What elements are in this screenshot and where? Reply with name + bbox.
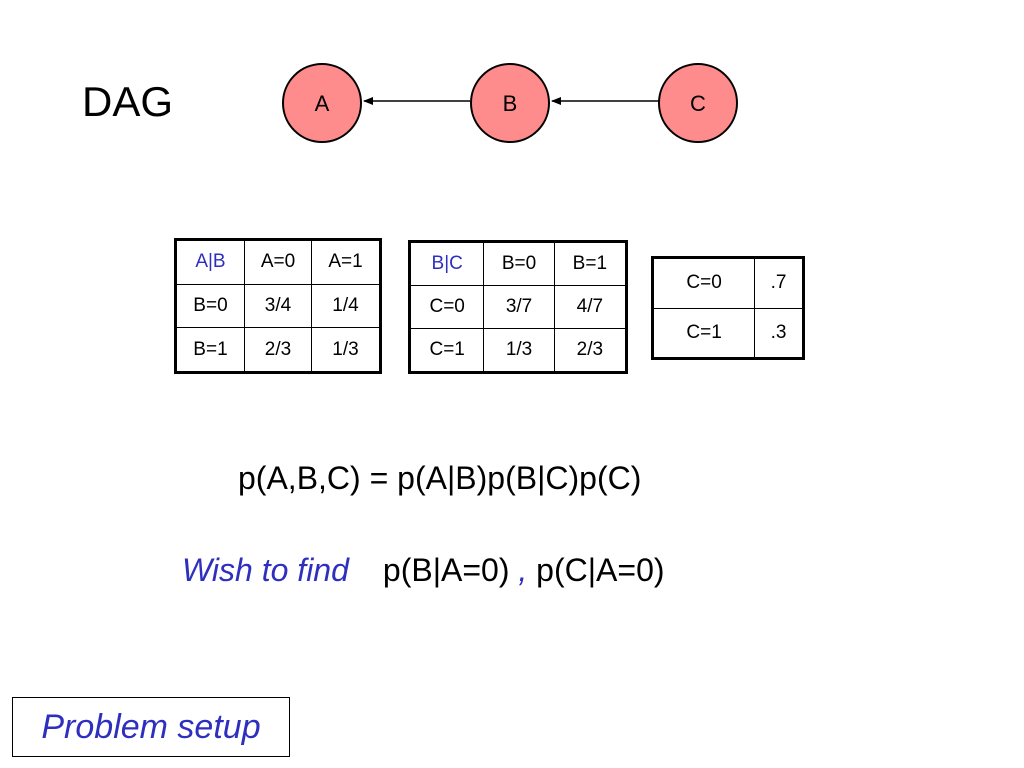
table-header-cell: A=1 [311,239,381,285]
problem-setup-label: Problem setup [12,697,290,757]
table-cell: B=0 [175,283,245,329]
wish-lead-text: Wish to find [182,552,349,588]
node-c: C [658,63,738,143]
table-cell: .7 [754,257,804,309]
table-header-cell: A|B [175,239,245,285]
node-b: B [470,63,550,143]
slide-title: DAG [82,78,174,125]
table-row: C=1 1/3 2/3 [408,327,628,374]
node-b-label: B [503,91,518,116]
node-a: A [282,63,362,143]
node-a-label: A [315,91,330,116]
cpt-b-given-c: B|C B=0 B=1 C=0 3/7 4/7 C=1 1/3 2/3 [408,240,628,374]
table-cell: 2/3 [553,327,628,374]
cpt-c: C=0 .7 C=1 .3 [651,256,805,360]
table-row: B=0 3/4 1/4 [175,283,381,329]
table-cell: 1/3 [311,327,381,373]
table-cell: C=0 [651,257,756,309]
table-cell: B=1 [175,327,245,373]
table-cell: 1/4 [311,283,381,329]
table-row: B=1 2/3 1/3 [175,327,381,373]
table-cell: 1/3 [483,327,555,374]
cpt-a-given-b: A|B A=0 A=1 B=0 3/4 1/4 B=1 2/3 1/3 [174,238,382,374]
table-cell: 4/7 [553,285,628,329]
wish-to-find-line: Wish to find p(B|A=0) , p(C|A=0) [182,550,665,590]
dag-diagram: A B C [282,63,738,143]
table-header-cell: B|C [408,240,485,287]
table-cell: 3/4 [243,283,313,329]
table-row: C=0 3/7 4/7 [408,285,628,329]
table-row: C=1 .3 [651,307,804,359]
table-cell: C=1 [651,307,756,359]
query-b-given-a: p(B|A=0) [382,552,510,588]
joint-probability-formula: p(A,B,C) = p(A|B)p(B|C)p(C) [238,460,642,496]
table-cell: C=0 [408,285,485,329]
table-header-cell: B=1 [553,240,628,287]
query-separator: , [518,552,528,588]
table-cell: 2/3 [243,327,313,373]
table-cell: 3/7 [483,285,555,329]
table-header-cell: A=0 [243,239,313,285]
table-row: C=0 .7 [651,257,804,309]
table-header-cell: B=0 [483,240,555,287]
table-cell: C=1 [408,327,485,374]
query-c-given-a: p(C|A=0) [536,552,665,588]
table-cell: .3 [754,307,804,359]
table-row: A|B A=0 A=1 [175,239,381,285]
node-c-label: C [690,91,706,116]
table-row: B|C B=0 B=1 [408,240,628,287]
